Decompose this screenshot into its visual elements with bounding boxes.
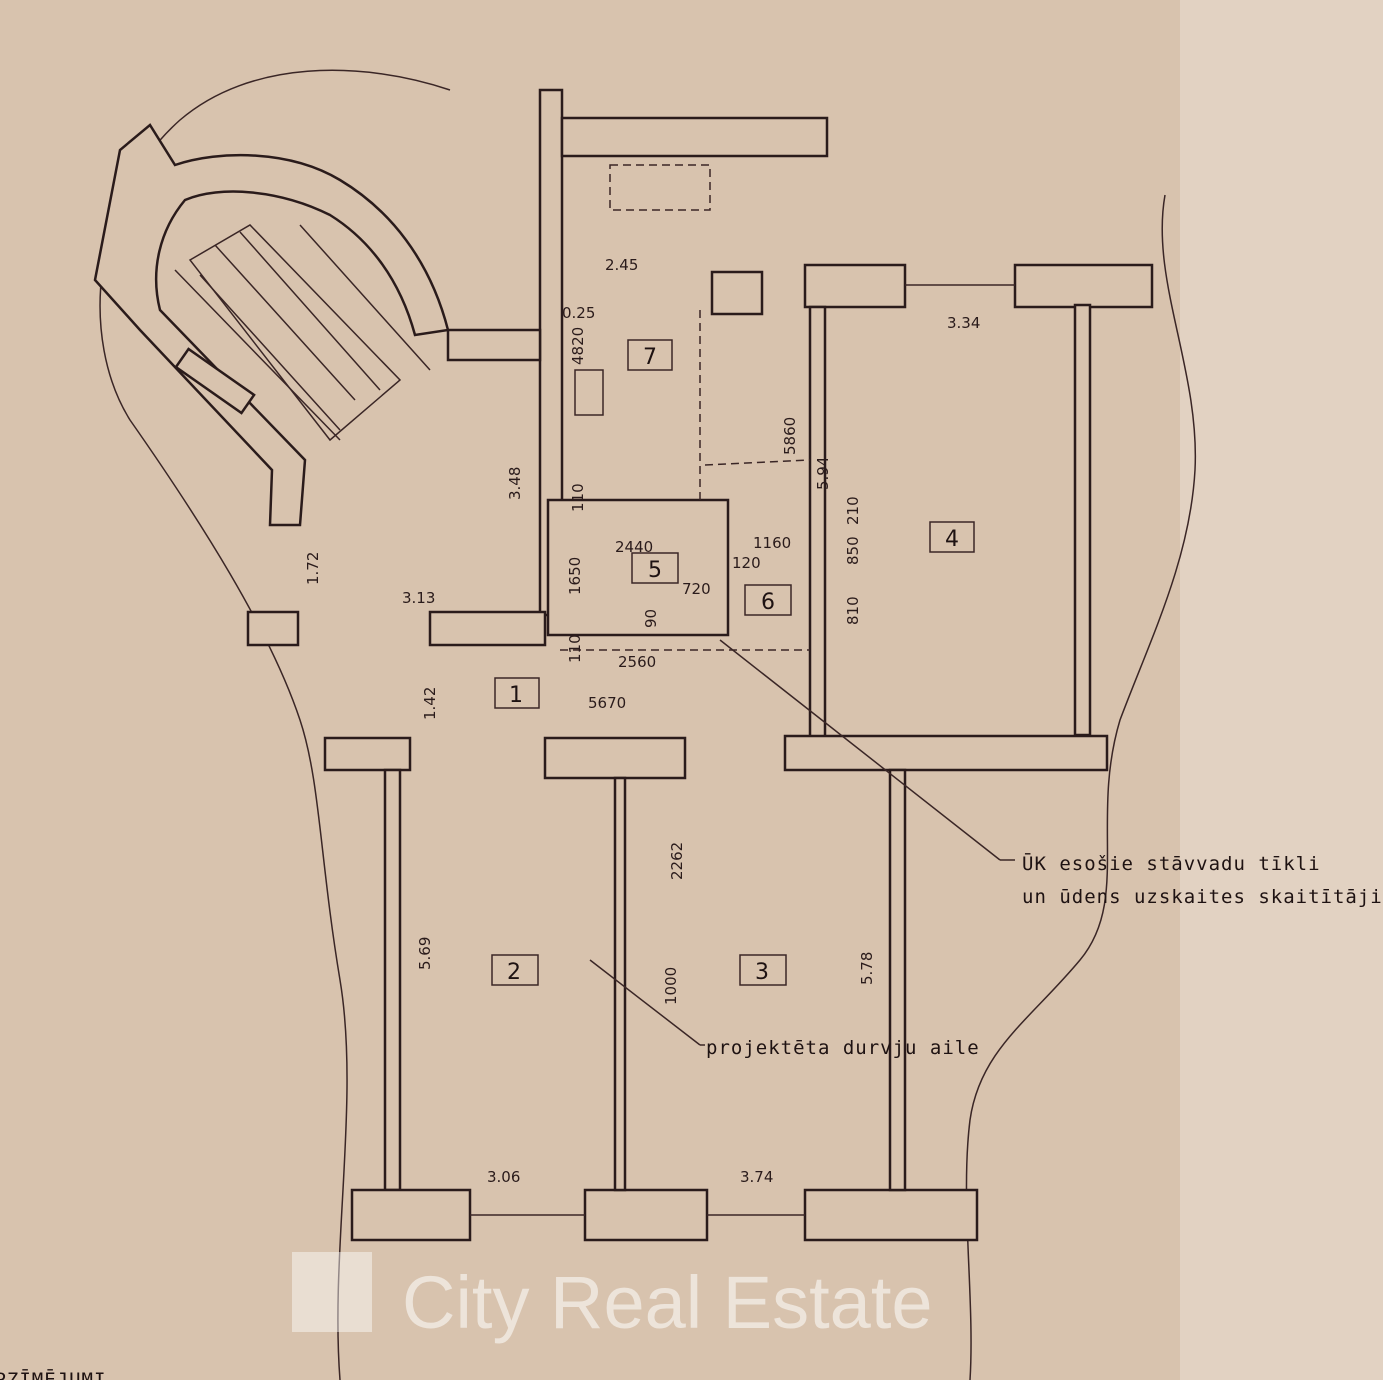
room-3-label: 3 bbox=[755, 960, 769, 985]
dim: 810 bbox=[844, 596, 862, 625]
door-note: projektēta durvju aile bbox=[706, 1037, 980, 1059]
dim: 120 bbox=[732, 554, 761, 572]
dim: 1160 bbox=[753, 534, 791, 552]
dim: 1.72 bbox=[304, 552, 322, 585]
room-1-label: 1 bbox=[509, 683, 523, 708]
watermark-text: City Real Estate bbox=[402, 1261, 933, 1344]
dim: 2560 bbox=[618, 653, 656, 671]
room-labels: 7 4 5 6 1 2 3 bbox=[491, 339, 975, 986]
room-7-label: 7 bbox=[643, 345, 657, 370]
room-2-label: 2 bbox=[507, 960, 521, 985]
dimension-labels: 2.45 0.25 4820 3.34 3.48 5860 5.94 210 8… bbox=[304, 256, 980, 1186]
staircase bbox=[93, 123, 450, 527]
dim: 3.48 bbox=[506, 467, 524, 500]
dim: 1.42 bbox=[421, 687, 439, 720]
paper-light-area bbox=[1180, 0, 1383, 1380]
room-4-label: 4 bbox=[945, 527, 959, 552]
dim: 110 bbox=[569, 483, 587, 512]
dim: 2440 bbox=[615, 538, 653, 556]
risers-note-line2: un ūdens uzskaites skaitītāji bbox=[1022, 886, 1383, 908]
dim: 5.78 bbox=[858, 952, 876, 985]
dim: 90 bbox=[642, 609, 660, 628]
boundary-left bbox=[99, 69, 451, 1380]
dim: 2.45 bbox=[605, 256, 638, 274]
dim: 3.34 bbox=[947, 314, 980, 332]
legend-heading: APZĪMĒJUMI bbox=[0, 1367, 106, 1380]
risers-note-line1: ŪK esošie stāvvadu tīkli bbox=[1022, 851, 1321, 875]
watermark-logo-icon bbox=[292, 1252, 372, 1332]
boundary-right bbox=[965, 194, 1197, 1380]
room-5-label: 5 bbox=[648, 558, 662, 583]
walls bbox=[246, 88, 1154, 1242]
dim: 4820 bbox=[569, 327, 587, 365]
dim: 5860 bbox=[781, 417, 799, 455]
dim: 5.69 bbox=[416, 937, 434, 970]
dim: 720 bbox=[682, 580, 711, 598]
dim: 110 bbox=[566, 634, 584, 663]
dim: 850 bbox=[844, 536, 862, 565]
watermark: City Real Estate bbox=[292, 1252, 933, 1344]
dim: 210 bbox=[844, 496, 862, 525]
dim: 1650 bbox=[566, 557, 584, 595]
dim: 5.94 bbox=[814, 457, 832, 490]
room-6-label: 6 bbox=[761, 590, 775, 615]
dim: 3.06 bbox=[487, 1168, 520, 1186]
dim: 1000 bbox=[662, 967, 680, 1005]
dim: 5670 bbox=[588, 694, 626, 712]
dim: 3.74 bbox=[740, 1168, 773, 1186]
dim: 3.13 bbox=[402, 589, 435, 607]
dim: 2262 bbox=[668, 842, 686, 880]
dim: 0.25 bbox=[562, 304, 595, 322]
